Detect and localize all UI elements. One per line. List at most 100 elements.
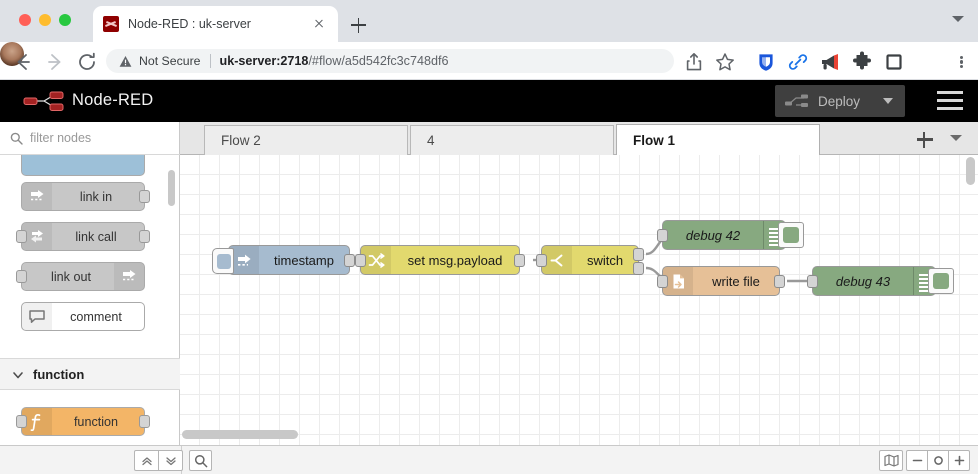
flow-tab-label: 4 (427, 133, 435, 148)
flow-node-debug-43[interactable]: debug 43 (807, 266, 954, 296)
zoom-in-icon[interactable] (948, 450, 970, 471)
input-port[interactable] (536, 254, 547, 267)
reload-icon[interactable] (76, 51, 98, 73)
browser-toolbar: Not Secure uk-server:2718/#flow/a5d542fc… (0, 42, 978, 80)
palette-node-label: link call (75, 229, 117, 244)
omnibox-url-host: uk-server:2718 (219, 54, 309, 68)
palette-node-comment[interactable]: comment (21, 302, 145, 331)
palette-node-clipped[interactable] (21, 155, 145, 176)
add-flow-tab-button[interactable] (916, 130, 934, 148)
shield-extension-icon[interactable] (755, 51, 777, 73)
share-icon[interactable] (683, 51, 705, 73)
navigator-map-icon[interactable] (879, 450, 903, 471)
palette-category-label: function (33, 366, 85, 382)
security-status-label: Not Secure (139, 54, 201, 68)
filter-nodes-row[interactable]: filter nodes (0, 122, 180, 155)
flow-tab-4[interactable]: 4 (410, 125, 614, 155)
output-port[interactable] (774, 275, 785, 288)
change-shuffle-icon (361, 246, 391, 274)
flow-tabs-menu-icon[interactable] (950, 135, 962, 141)
input-port[interactable] (807, 275, 818, 288)
flow-tab-flow-2[interactable]: Flow 2 (204, 125, 408, 155)
browser-tab[interactable]: Node-RED : uk-server (93, 6, 338, 42)
window-maximize-button[interactable] (59, 14, 71, 26)
omnibox[interactable]: Not Secure uk-server:2718/#flow/a5d542fc… (106, 49, 674, 73)
omnibox-divider (209, 54, 211, 68)
kebab-menu-icon[interactable] (950, 51, 972, 73)
close-icon[interactable] (310, 15, 328, 33)
node-palette: filter nodes link in link call (0, 122, 180, 445)
square-extension-icon[interactable] (883, 51, 905, 73)
comment-icon (22, 303, 52, 330)
debug-toggle-button[interactable] (928, 268, 954, 294)
palette-node-function[interactable]: function (16, 407, 150, 436)
output-port-2[interactable] (633, 262, 644, 275)
input-port[interactable] (16, 230, 27, 243)
hamburger-menu-icon[interactable] (937, 91, 963, 111)
flow-wires (353, 233, 807, 283)
new-tab-button[interactable] (346, 12, 372, 38)
warning-triangle-icon (119, 55, 132, 68)
debug-lines-icon (763, 221, 785, 249)
output-port[interactable] (139, 415, 150, 428)
deploy-button[interactable]: Deploy (775, 85, 905, 117)
link-call-icon (22, 223, 52, 250)
zoom-out-icon[interactable] (906, 450, 928, 471)
palette-node-link-out[interactable]: link out (16, 262, 145, 291)
collapse-all-icon[interactable] (134, 450, 159, 471)
window-controls (19, 14, 71, 26)
palette-scrollbar[interactable] (168, 170, 175, 206)
flow-node-switch[interactable]: switch (536, 245, 644, 275)
flow-node-debug-42[interactable]: debug 42 (657, 220, 804, 250)
palette-node-list: link in link call link out (0, 155, 180, 445)
node-red-logo (22, 90, 66, 112)
function-f-icon (22, 408, 52, 435)
inject-trigger-button[interactable] (212, 248, 234, 274)
canvas-horizontal-scrollbar[interactable] (182, 430, 298, 439)
flow-tab-flow-1[interactable]: Flow 1 (616, 124, 820, 155)
chevron-down-icon[interactable] (883, 98, 893, 104)
input-port[interactable] (657, 229, 668, 242)
input-port[interactable] (355, 254, 366, 267)
link-out-icon (114, 263, 144, 290)
output-port[interactable] (139, 190, 150, 203)
input-port[interactable] (16, 270, 27, 283)
debug-toggle-button[interactable] (778, 222, 804, 248)
palette-category-function[interactable]: function (0, 358, 180, 390)
expand-all-icon[interactable] (158, 450, 183, 471)
file-write-icon (663, 267, 693, 295)
palette-node-link-call[interactable]: link call (16, 222, 150, 251)
window-minimize-button[interactable] (39, 14, 51, 26)
canvas-vertical-scrollbar[interactable] (966, 157, 975, 185)
search-icon[interactable] (189, 450, 212, 471)
palette-node-label: function (73, 414, 119, 429)
output-port[interactable] (514, 254, 525, 267)
arrow-right-icon[interactable] (44, 51, 66, 73)
zoom-reset-icon[interactable] (927, 450, 949, 471)
output-port-1[interactable] (633, 248, 644, 261)
output-port[interactable] (139, 230, 150, 243)
flow-tab-label: Flow 2 (221, 133, 261, 148)
palette-node-label: comment (70, 309, 122, 324)
flow-node-change[interactable]: set msg.payload (355, 245, 525, 275)
link-extension-icon[interactable] (787, 51, 809, 73)
chevron-down-icon[interactable] (952, 16, 964, 24)
filter-nodes-input[interactable]: filter nodes (30, 131, 92, 145)
switch-branch-icon (542, 246, 572, 274)
palette-node-link-in[interactable]: link in (21, 182, 150, 211)
input-port[interactable] (16, 415, 27, 428)
megaphone-extension-icon[interactable] (819, 51, 841, 73)
flow-node-label: set msg.payload (407, 252, 503, 268)
palette-node-label: link in (79, 189, 113, 204)
puzzle-extensions-icon[interactable] (851, 51, 873, 73)
window-close-button[interactable] (19, 14, 31, 26)
flow-node-inject[interactable]: timestamp (212, 245, 355, 275)
star-icon[interactable] (714, 51, 736, 73)
output-port[interactable] (344, 254, 355, 267)
link-in-icon (22, 183, 52, 210)
flow-node-write-file[interactable]: write file (657, 266, 785, 296)
arrow-left-icon[interactable] (12, 51, 34, 73)
input-port[interactable] (657, 275, 668, 288)
flow-canvas[interactable]: timestamp set msg.payload switch debug (180, 155, 978, 445)
